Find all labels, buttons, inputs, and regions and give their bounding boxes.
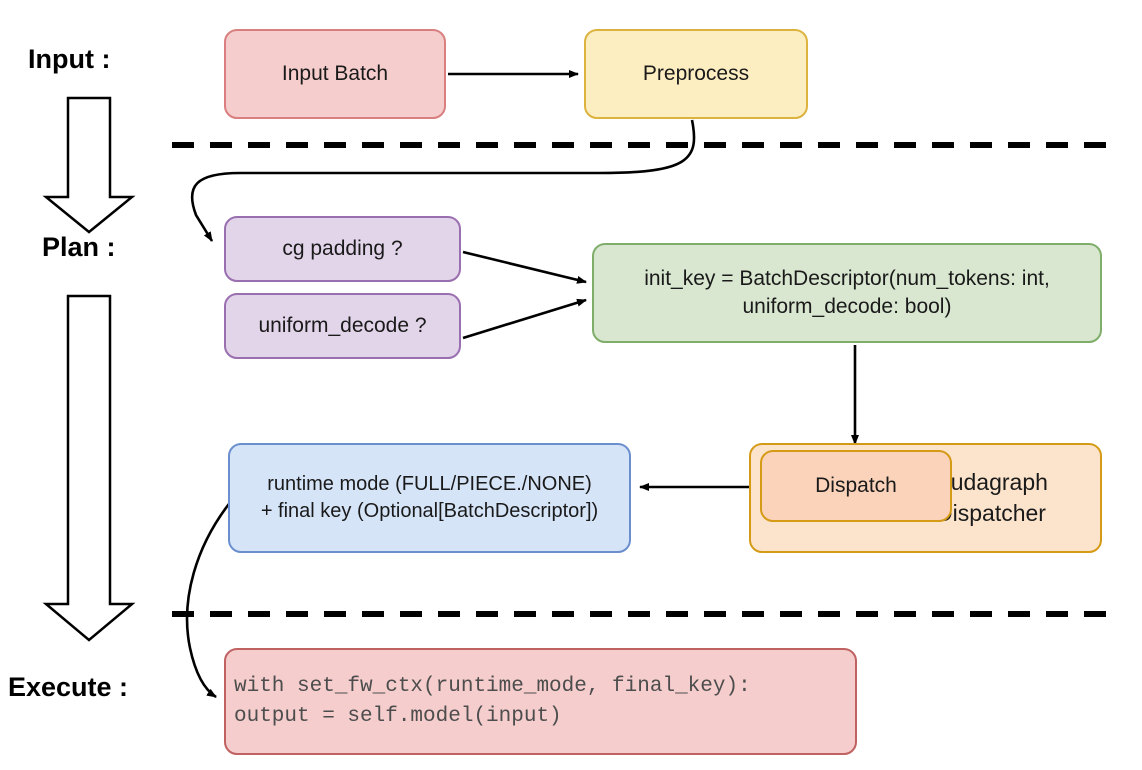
input-to-plan-block-arrow	[42, 96, 136, 234]
node-dispatch[interactable]: Dispatch	[760, 450, 952, 522]
node-init-key-label: init_key = BatchDescriptor(num_tokens: i…	[644, 267, 1050, 318]
node-input-batch-label: Input Batch	[281, 62, 389, 86]
node-preprocess-label: Preprocess	[642, 62, 750, 86]
node-cg-padding-label: cg padding ?	[282, 237, 403, 261]
node-input-batch[interactable]: Input Batch	[224, 29, 446, 119]
node-runtime-mode-label: runtime mode (FULL/PIECE./NONE) + final …	[260, 473, 599, 522]
stage-label-plan: Plan :	[42, 232, 116, 262]
node-cg-padding[interactable]: cg padding ?	[224, 216, 461, 282]
connector-uniform-decode-to-init-key	[462, 298, 587, 340]
stage-label-input: Input :	[28, 44, 111, 74]
node-dispatch-label: Dispatch	[815, 474, 897, 498]
node-code-block-label: with set_fw_ctx(runtime_mode, final_key)…	[234, 674, 751, 728]
node-uniform-decode-label: uniform_decode ?	[258, 314, 427, 338]
node-code-block[interactable]: with set_fw_ctx(runtime_mode, final_key)…	[224, 648, 857, 755]
node-uniform-decode[interactable]: uniform_decode ?	[224, 293, 461, 359]
plan-to-execute-block-arrow	[42, 294, 136, 642]
node-preprocess[interactable]: Preprocess	[584, 29, 808, 119]
stage-label-execute: Execute :	[8, 672, 129, 702]
node-init-key[interactable]: init_key = BatchDescriptor(num_tokens: i…	[592, 243, 1102, 343]
node-runtime-mode[interactable]: runtime mode (FULL/PIECE./NONE) + final …	[228, 443, 631, 553]
connector-cg-padding-to-init-key	[462, 250, 587, 284]
node-cudagraph-dispatcher-label: Cudagraph Dispatcher	[934, 469, 1048, 526]
